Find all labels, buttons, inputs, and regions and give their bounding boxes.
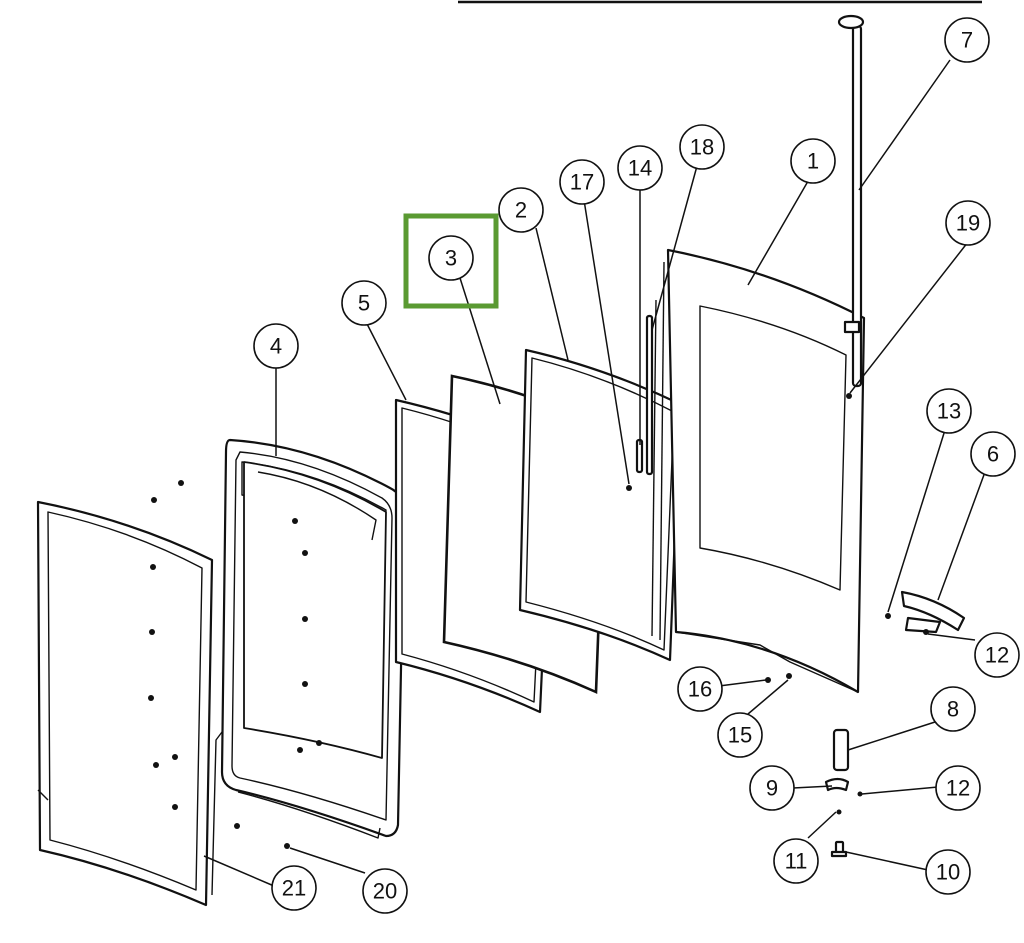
callout-3-highlight-box (403, 213, 499, 309)
callout-17: 17 (559, 159, 605, 205)
part-21-outer-panel (36, 500, 214, 907)
callout-18-label: 18 (690, 135, 714, 160)
callout-12-upper: 12 (974, 632, 1020, 678)
callout-11: 11 (773, 838, 819, 884)
callout-2-label: 2 (515, 198, 527, 223)
callout-8: 8 (930, 686, 976, 732)
callout-12-lower-label: 12 (946, 776, 970, 801)
callout-7-label: 7 (961, 28, 973, 53)
part-8-sleeve (832, 728, 850, 772)
callout-13: 13 (926, 388, 972, 434)
callout-21-label: 21 (282, 876, 306, 901)
callout-5: 5 (341, 280, 387, 326)
callout-11-label: 11 (785, 849, 808, 874)
callout-15: 15 (717, 712, 763, 758)
callout-19: 19 (945, 200, 991, 246)
part-2-gasket (518, 348, 682, 662)
callout-19-label: 19 (956, 211, 980, 236)
callout-3-label: 3 (445, 246, 457, 271)
callout-14-label: 14 (628, 156, 652, 181)
callout-21: 21 (271, 865, 317, 911)
callout-17-label: 17 (570, 170, 594, 195)
callout-16-label: 16 (688, 677, 712, 702)
callout-14: 14 (617, 145, 663, 191)
part-6-handle (900, 590, 966, 634)
callout-2: 2 (498, 187, 544, 233)
callout-15-label: 15 (728, 723, 752, 748)
callout-4-label: 4 (270, 334, 282, 359)
callout-4: 4 (253, 323, 299, 369)
part-10-bolt (830, 840, 848, 858)
callout-13-label: 13 (937, 399, 961, 424)
part-7-hinge-rod (837, 14, 865, 388)
callout-8-label: 8 (947, 697, 959, 722)
callout-16: 16 (677, 666, 723, 712)
callout-6-label: 6 (987, 442, 999, 467)
leader-lines (203, 59, 986, 887)
callout-20: 20 (362, 868, 408, 914)
callout-7: 7 (944, 17, 990, 63)
callout-12-lower: 12 (935, 765, 981, 811)
callout-10-label: 10 (936, 860, 960, 885)
callout-1: 1 (790, 138, 836, 184)
parts-14-17-18-pins (626, 314, 654, 491)
part-1-inner-plate (651, 248, 866, 694)
callout-18: 18 (679, 124, 725, 170)
callout-6: 6 (970, 431, 1016, 477)
part-4-door-frame (211, 438, 406, 896)
callout-9: 9 (749, 765, 795, 811)
callout-3: 3 (428, 235, 474, 281)
fasteners (148, 393, 929, 849)
callout-12-upper-label: 12 (985, 643, 1009, 668)
callout-20-label: 20 (373, 879, 397, 904)
part-9-latch (824, 777, 850, 792)
callout-10: 10 (925, 849, 971, 895)
callout-5-label: 5 (358, 291, 370, 316)
callout-1-label: 1 (807, 149, 819, 174)
callout-9-label: 9 (766, 776, 778, 801)
